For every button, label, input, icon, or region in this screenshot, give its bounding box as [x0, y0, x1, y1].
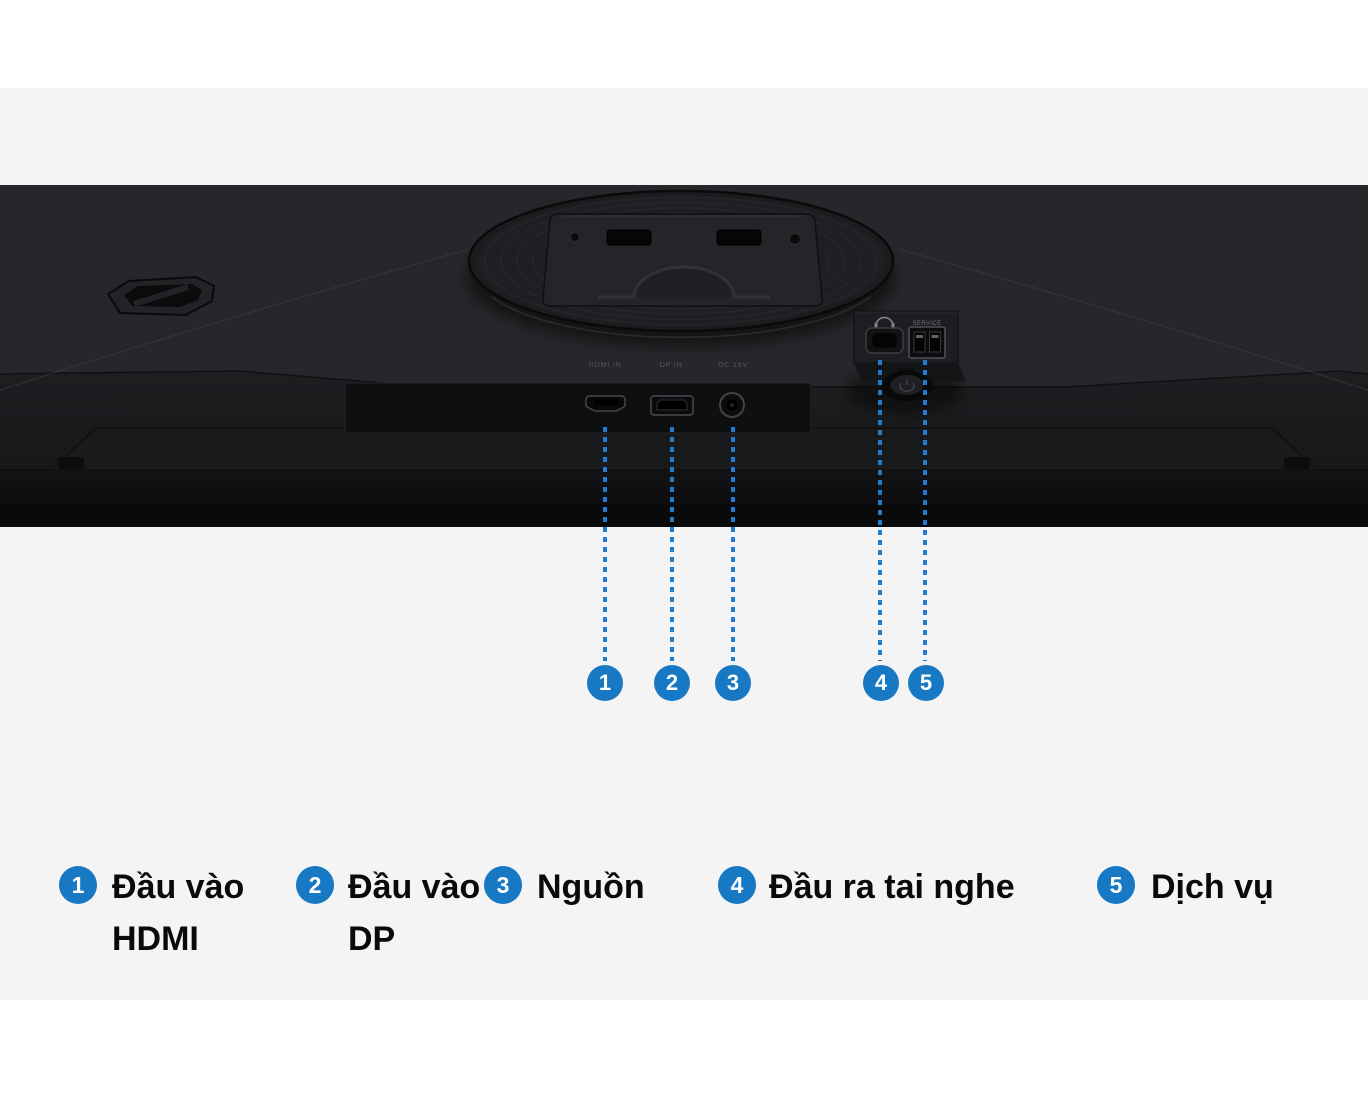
dc-port-label: DC 19V [718, 360, 748, 369]
vesa-stand-mount [466, 189, 896, 347]
joystick-power-button [881, 368, 933, 401]
dc-in-port [719, 392, 745, 418]
bottom-shelf-edge [0, 505, 1368, 527]
leader-line-1 [603, 427, 607, 661]
leader-line-5 [923, 360, 927, 661]
callout-number: 3 [726, 670, 740, 695]
callout-badge-2: 2 [654, 665, 690, 701]
hdmi-port-label: HDMI IN [589, 360, 622, 369]
callout-badge-3: 3 [715, 665, 751, 701]
vesa-slot-right [716, 229, 762, 246]
monitor-rear-svg: HDMI IN DP IN DC 19V [0, 185, 1368, 527]
callout-number: 2 [665, 670, 679, 695]
callout-badge-5: 5 [908, 665, 944, 701]
callout-badge-1: 1 [587, 665, 623, 701]
callout-number: 1 [598, 670, 612, 695]
callout-number: 5 [919, 670, 933, 695]
leader-line-2 [670, 427, 674, 661]
notch-right [1284, 457, 1310, 469]
vesa-slot-left [606, 229, 652, 246]
io-recess [344, 382, 812, 434]
side-port-box: SERVICE [847, 310, 966, 414]
plate-handle-groove [598, 265, 770, 299]
leader-line-4 [878, 360, 882, 661]
dp-port [650, 395, 694, 416]
panel-seams [0, 248, 1368, 391]
headphone-jack [865, 327, 904, 354]
bottom-shelf [0, 470, 1368, 507]
hdmi-port [585, 395, 626, 412]
notch-left [58, 457, 84, 469]
dp-port-label: DP IN [660, 360, 683, 369]
monitor-rear-illustration: HDMI IN DP IN DC 19V [0, 185, 1368, 527]
leader-line-3 [731, 427, 735, 661]
headphone-icon [874, 316, 895, 328]
usb-service-port [908, 326, 946, 359]
service-port-label: SERVICE [912, 321, 941, 327]
callout-number: 4 [874, 670, 888, 695]
cable-tie-hook [106, 275, 216, 317]
callout-badge-4: 4 [863, 665, 899, 701]
cable-cover [48, 427, 1320, 472]
screw-hole-left [570, 232, 580, 242]
screw-hole-right [789, 233, 801, 245]
